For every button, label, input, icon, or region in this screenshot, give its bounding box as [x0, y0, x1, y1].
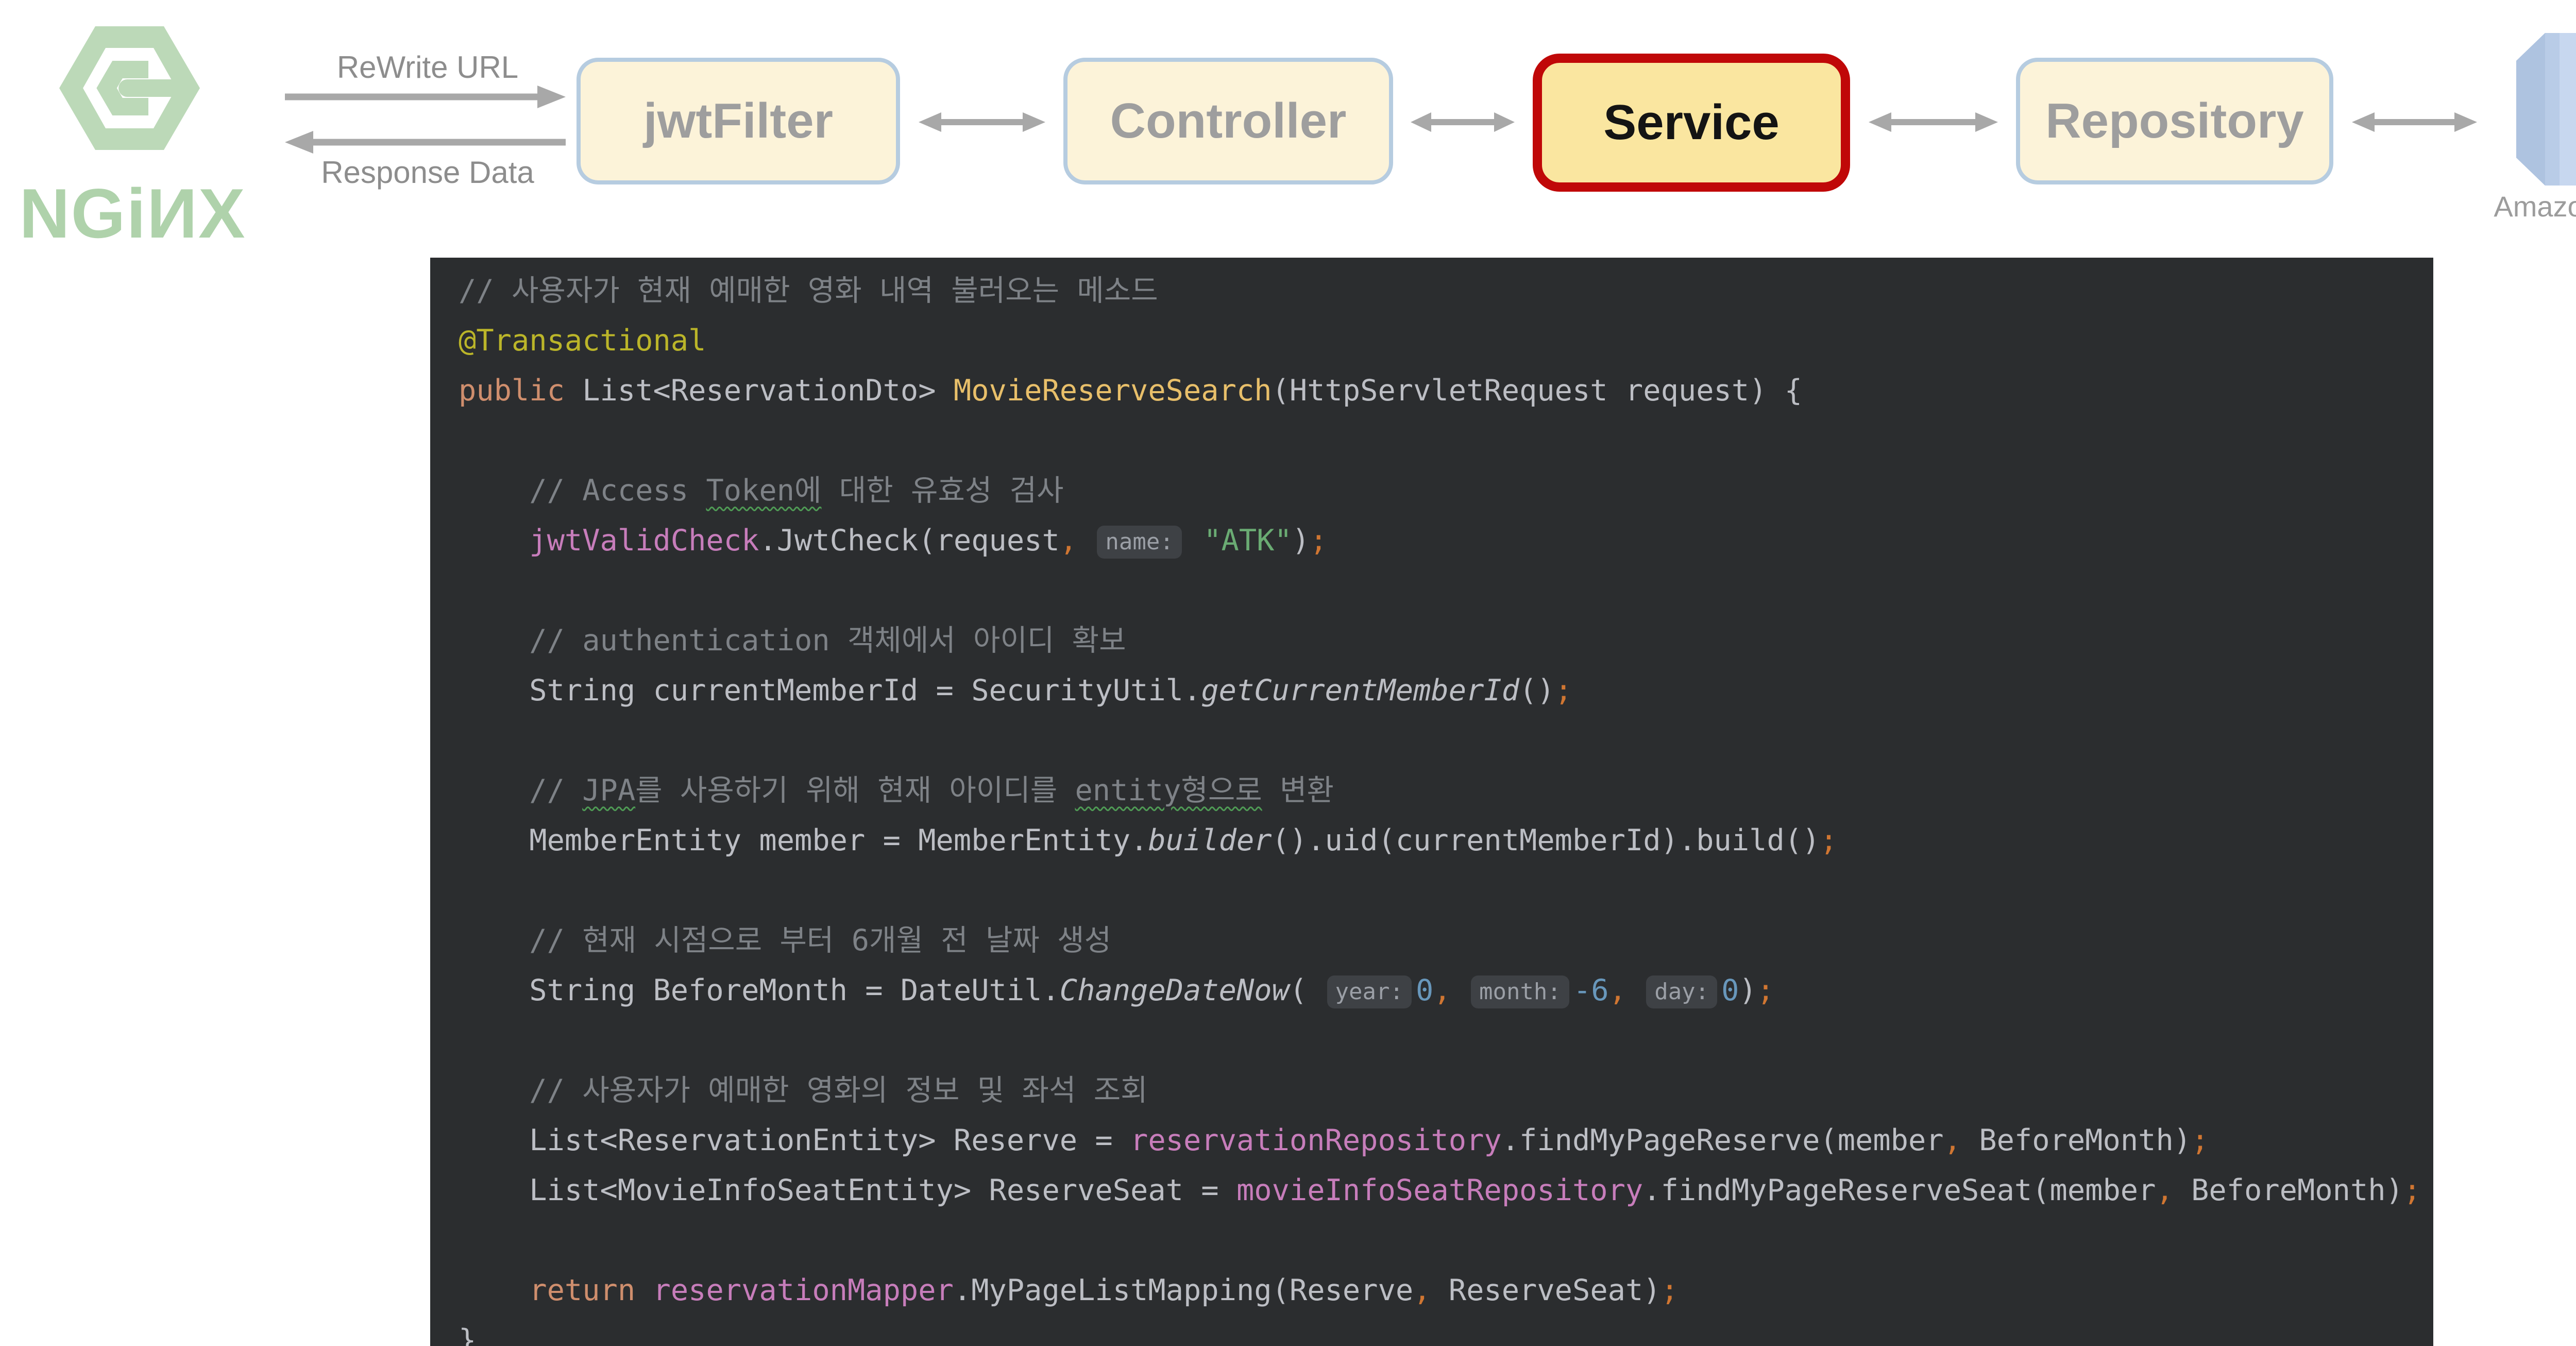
- node-controller: Controller: [1063, 58, 1393, 184]
- response-arrow-icon: [285, 131, 566, 154]
- code-line: jwtValidCheck.JwtCheck(request, name: "A…: [459, 524, 1328, 559]
- code-line: List<MovieInfoSeatEntity> ReserveSeat = …: [459, 1173, 2421, 1207]
- inlay-hint: year:: [1327, 975, 1412, 1008]
- code-line: public List<ReservationDto> MovieReserve…: [459, 374, 1803, 408]
- code-line: return reservationMapper.MyPageListMappi…: [459, 1273, 1679, 1307]
- inlay-hint: name:: [1097, 526, 1182, 559]
- node-repository: Repository: [2016, 58, 2333, 184]
- rewrite-url-label: ReWrite URL: [336, 50, 519, 85]
- code-line: // 사용자가 현재 예매한 영화 내역 불러오는 메소드: [459, 274, 1158, 308]
- code-line: // authentication 객체에서 아이디 확보: [459, 624, 1126, 658]
- connector-jwtfilter-controller-icon: [919, 112, 1045, 132]
- code-line: // 사용자가 예매한 영화의 정보 및 좌석 조회: [459, 1073, 1148, 1107]
- code-line: [459, 866, 2433, 916]
- code-line: }: [459, 1323, 477, 1346]
- code-line: // 현재 시점으로 부터 6개월 전 날짜 생성: [459, 923, 1112, 957]
- connector-repository-rds-icon: [2352, 112, 2477, 132]
- connector-service-repository-icon: [1869, 112, 1998, 132]
- amazon-rds-icon: [2516, 33, 2576, 186]
- rewrite-arrow-icon: [285, 86, 566, 108]
- node-jwtfilter: jwtFilter: [577, 58, 900, 184]
- amazon-rds-label: Amazon RDS: [2494, 190, 2576, 223]
- code-line: [459, 566, 2433, 616]
- node-service: Service: [1533, 54, 1850, 192]
- nginx-logo-icon: [59, 26, 200, 150]
- response-data-label: Response Data: [321, 155, 534, 190]
- code-line: String BeforeMonth = DateUtil.ChangeDate…: [459, 973, 1775, 1008]
- code-line: [459, 1216, 2433, 1266]
- code-line: List<ReservationEntity> Reserve = reserv…: [459, 1123, 2209, 1157]
- inlay-hint: day:: [1646, 975, 1718, 1008]
- code-line: [459, 1016, 2433, 1066]
- code-editor[interactable]: // 사용자가 현재 예매한 영화 내역 불러오는 메소드 @Transactio…: [430, 258, 2433, 1346]
- connector-controller-service-icon: [1411, 112, 1515, 132]
- inlay-hint: month:: [1470, 975, 1569, 1008]
- code-line: [459, 716, 2433, 766]
- code-line: // Access Token에 대한 유효성 검사: [459, 474, 1064, 508]
- nginx-wordmark: NGiИX: [19, 174, 246, 253]
- code-line: @Transactional: [459, 324, 706, 358]
- code-line: // JPA를 사용하기 위해 현재 아이디를 entity형으로 변환: [459, 773, 1334, 807]
- code-line: MemberEntity member = MemberEntity.build…: [459, 823, 1838, 857]
- code-line: [459, 416, 2433, 466]
- code-line: String currentMemberId = SecurityUtil.ge…: [459, 674, 1572, 708]
